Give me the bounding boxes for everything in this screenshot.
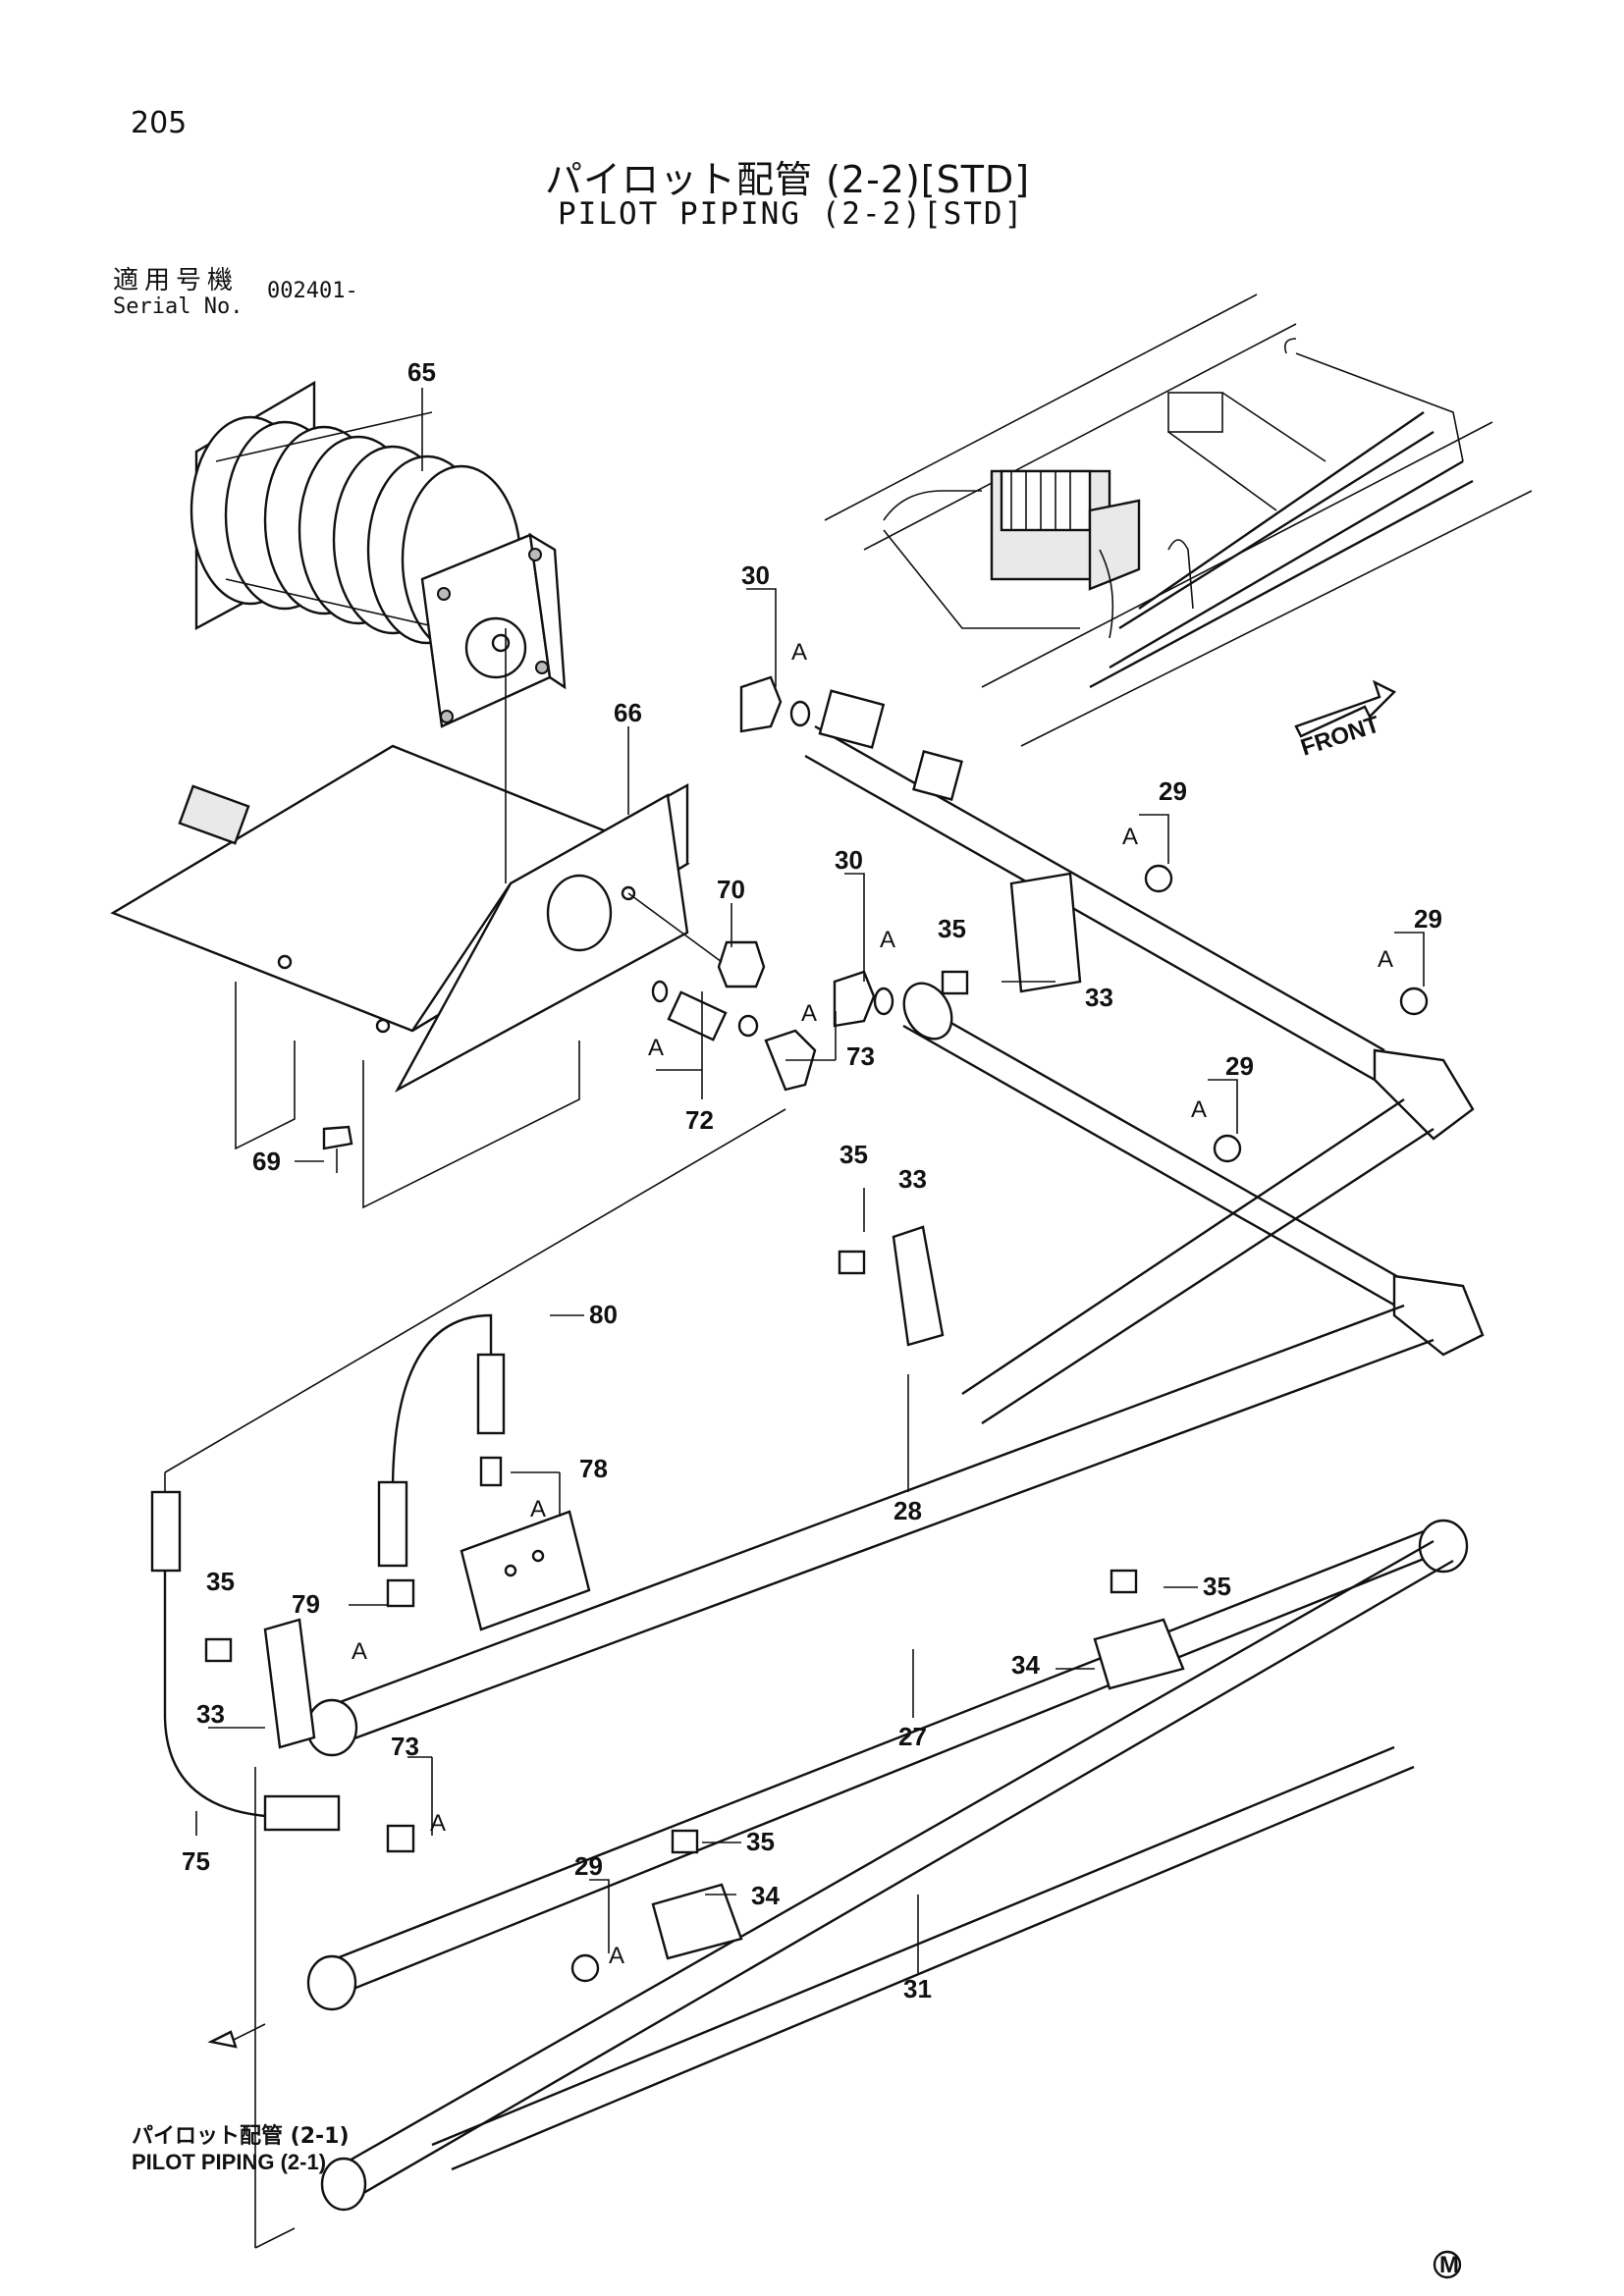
pilot-valve-65 (189, 380, 567, 728)
mounting-bracket-66 (110, 628, 690, 1209)
page-number: 205 (131, 106, 188, 140)
callout-80: 80 (589, 1300, 618, 1329)
bolt-35c (204, 1637, 233, 1663)
callout-35-a: 35 (938, 914, 966, 943)
oring-a-9: A (352, 1638, 367, 1665)
oring-a-2: A (880, 927, 895, 953)
fitting-78 (479, 1456, 503, 1487)
plug-29b (1399, 987, 1429, 1016)
reference-label-japanese: パイロット配管 (2-1) (132, 2124, 350, 2149)
oring-a-4: A (648, 1035, 664, 1061)
callout-34-b: 34 (751, 1881, 780, 1910)
callout-73-lower: 73 (391, 1732, 419, 1761)
oring-a-3: A (801, 1000, 817, 1027)
callout-69: 69 (252, 1147, 281, 1176)
callout-33-c: 33 (196, 1699, 225, 1729)
callout-72: 72 (685, 1105, 714, 1135)
serial-label-english: Serial No. (113, 294, 244, 319)
clamp-33b (892, 1225, 945, 1347)
callout-65: 65 (407, 357, 436, 387)
manufacturer-mark: M (1433, 2250, 1462, 2279)
valve-overview (1000, 469, 1092, 532)
callout-30-upper: 30 (741, 561, 770, 590)
front-arrow (1294, 679, 1397, 738)
callout-66: 66 (614, 698, 642, 727)
plug-29d (570, 1953, 600, 1983)
callout-79: 79 (292, 1589, 320, 1619)
callout-labels: 65 66 70 72 73 69 30 30 29 29 29 29 35 3… (182, 357, 1442, 2003)
callout-29-b: 29 (1414, 904, 1442, 934)
callout-33-a: 33 (1085, 983, 1113, 1012)
callout-78: 78 (579, 1454, 608, 1483)
callout-35-c: 35 (206, 1567, 235, 1596)
callout-35-d: 35 (1203, 1572, 1231, 1601)
page-title-japanese: パイロット配管 (2-2)[STD] (545, 158, 1031, 201)
clamp-33c (263, 1618, 316, 1749)
machine-overview-inset: FRONT (824, 294, 1533, 762)
oring-a-7: A (1191, 1096, 1207, 1123)
callout-29-d: 29 (574, 1851, 603, 1881)
bolt-69 (322, 1125, 353, 1150)
callout-27: 27 (898, 1722, 927, 1751)
clamp-34b (651, 1883, 743, 1960)
callout-33-b: 33 (898, 1164, 927, 1194)
oring-markers: A A A A A A A A A A A (352, 639, 1393, 1969)
callout-29-a: 29 (1159, 776, 1187, 806)
oring-a-11: A (609, 1943, 624, 1969)
plug-29c (1213, 1134, 1242, 1163)
callout-73-upper: 73 (846, 1041, 875, 1071)
callout-35-b: 35 (839, 1140, 868, 1169)
clamp-34a (1093, 1618, 1185, 1690)
mark-letter: M (1439, 2252, 1459, 2278)
callout-34-a: 34 (1011, 1650, 1040, 1680)
leader-lines (195, 388, 1425, 1973)
callout-29-c: 29 (1225, 1051, 1254, 1081)
oring-a-10: A (430, 1810, 446, 1837)
oring-a-1: A (791, 639, 807, 666)
oring-a-5: A (1122, 824, 1138, 850)
plug-30b (833, 970, 876, 1028)
oring-a-6: A (1378, 946, 1393, 973)
bolt-35a (941, 970, 969, 995)
reference-label-english: PILOT PIPING (2-1) (132, 2150, 327, 2174)
oring-a-8: A (530, 1496, 546, 1522)
pilot-pipes (150, 689, 1485, 2249)
elbow-79 (386, 1578, 415, 1608)
callout-75: 75 (182, 1846, 210, 1876)
callout-35-e: 35 (746, 1827, 775, 1856)
plug-30a (739, 675, 783, 733)
page-title-english: PILOT PIPING (2-2)[STD] (558, 196, 1025, 232)
clamp-33a (1009, 872, 1082, 993)
fittings-cluster (322, 675, 894, 1173)
callout-70: 70 (717, 875, 745, 904)
elbow-73b (386, 1824, 415, 1853)
bolt-35d (1110, 1569, 1138, 1594)
clamps-and-bolts (204, 864, 1429, 1983)
serial-number-value: 002401- (267, 279, 358, 303)
bolt-35b (838, 1250, 866, 1275)
callout-31: 31 (903, 1974, 932, 2003)
callout-30-lower: 30 (835, 845, 863, 875)
fitting-72 (667, 990, 728, 1041)
plug-29a (1144, 864, 1173, 893)
bolt-35e (671, 1829, 699, 1854)
callout-28: 28 (893, 1496, 922, 1525)
fitting-70 (717, 940, 766, 988)
serial-label-japanese: 適用号機 (113, 266, 240, 295)
